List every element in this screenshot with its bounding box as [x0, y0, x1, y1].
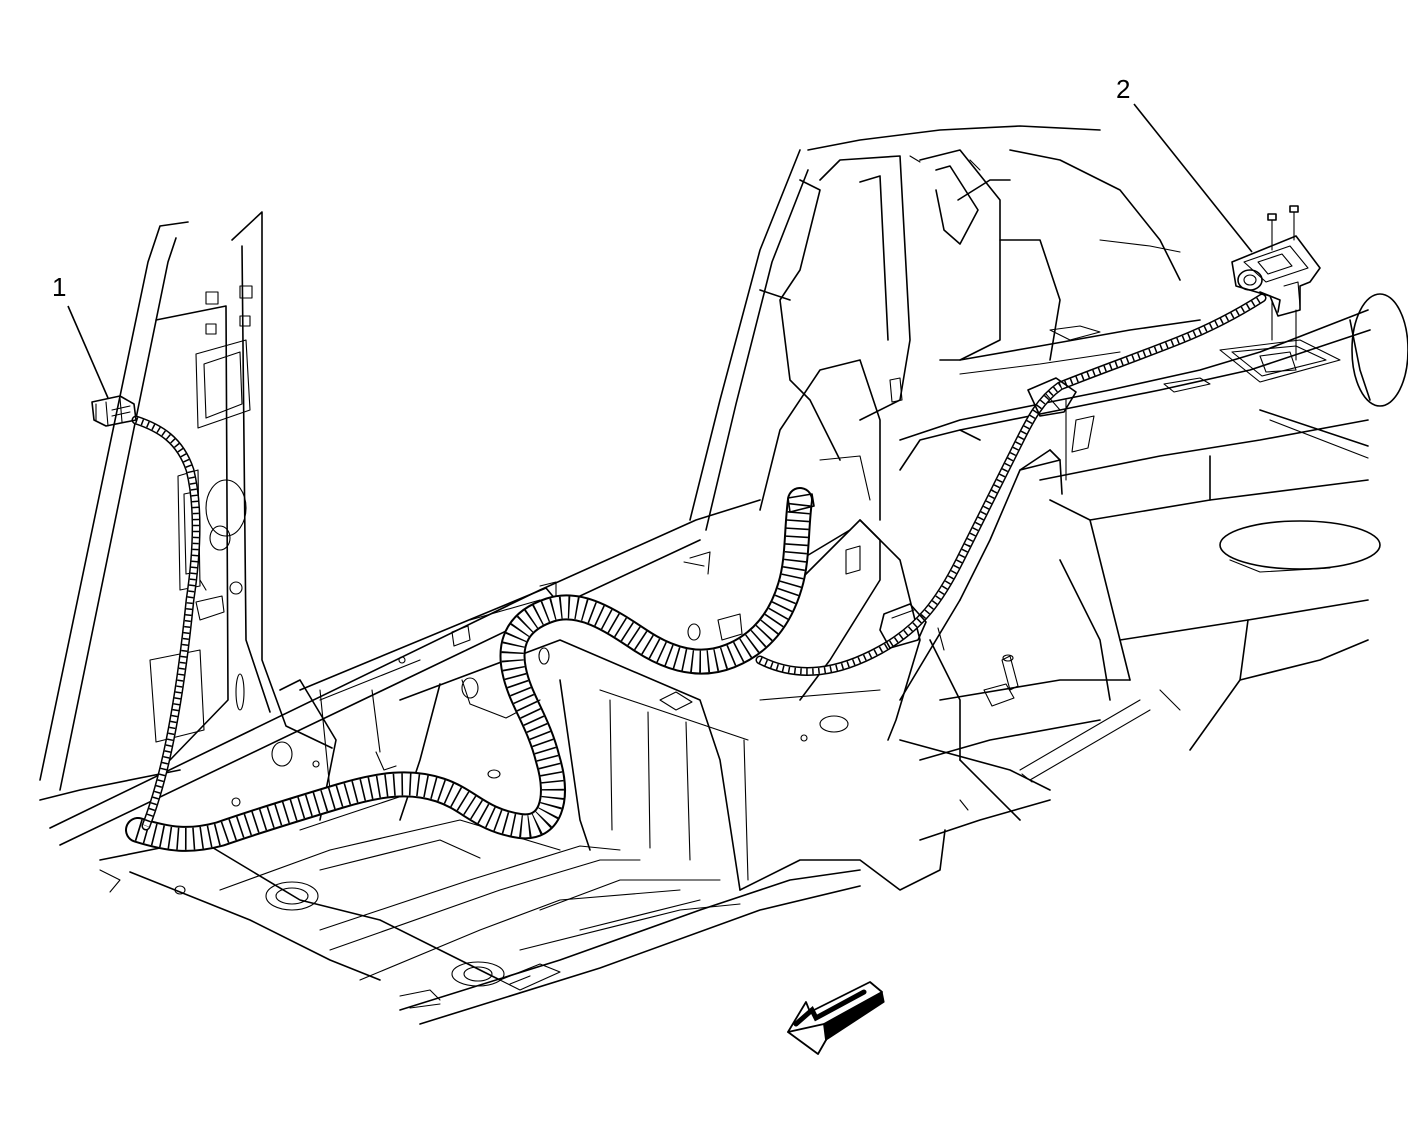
callout-2: 2 [1116, 74, 1253, 253]
front-direction-arrow-icon [787, 981, 885, 1055]
pillar-wire [131, 415, 201, 831]
connector-2-bracket [937, 205, 1321, 711]
callout-2-leader [1133, 103, 1253, 253]
rear-body [689, 125, 1408, 841]
connector-1 [91, 395, 137, 427]
callout-1: 1 [52, 272, 109, 399]
rear-wiring-branch [755, 293, 1267, 676]
floor-pan [49, 499, 946, 1025]
main-wiring-harness [125, 487, 815, 852]
left-pillar [39, 211, 333, 801]
callout-1-leader [67, 305, 109, 399]
callout-1-label: 1 [52, 272, 66, 302]
callout-2-label: 2 [1116, 74, 1130, 104]
